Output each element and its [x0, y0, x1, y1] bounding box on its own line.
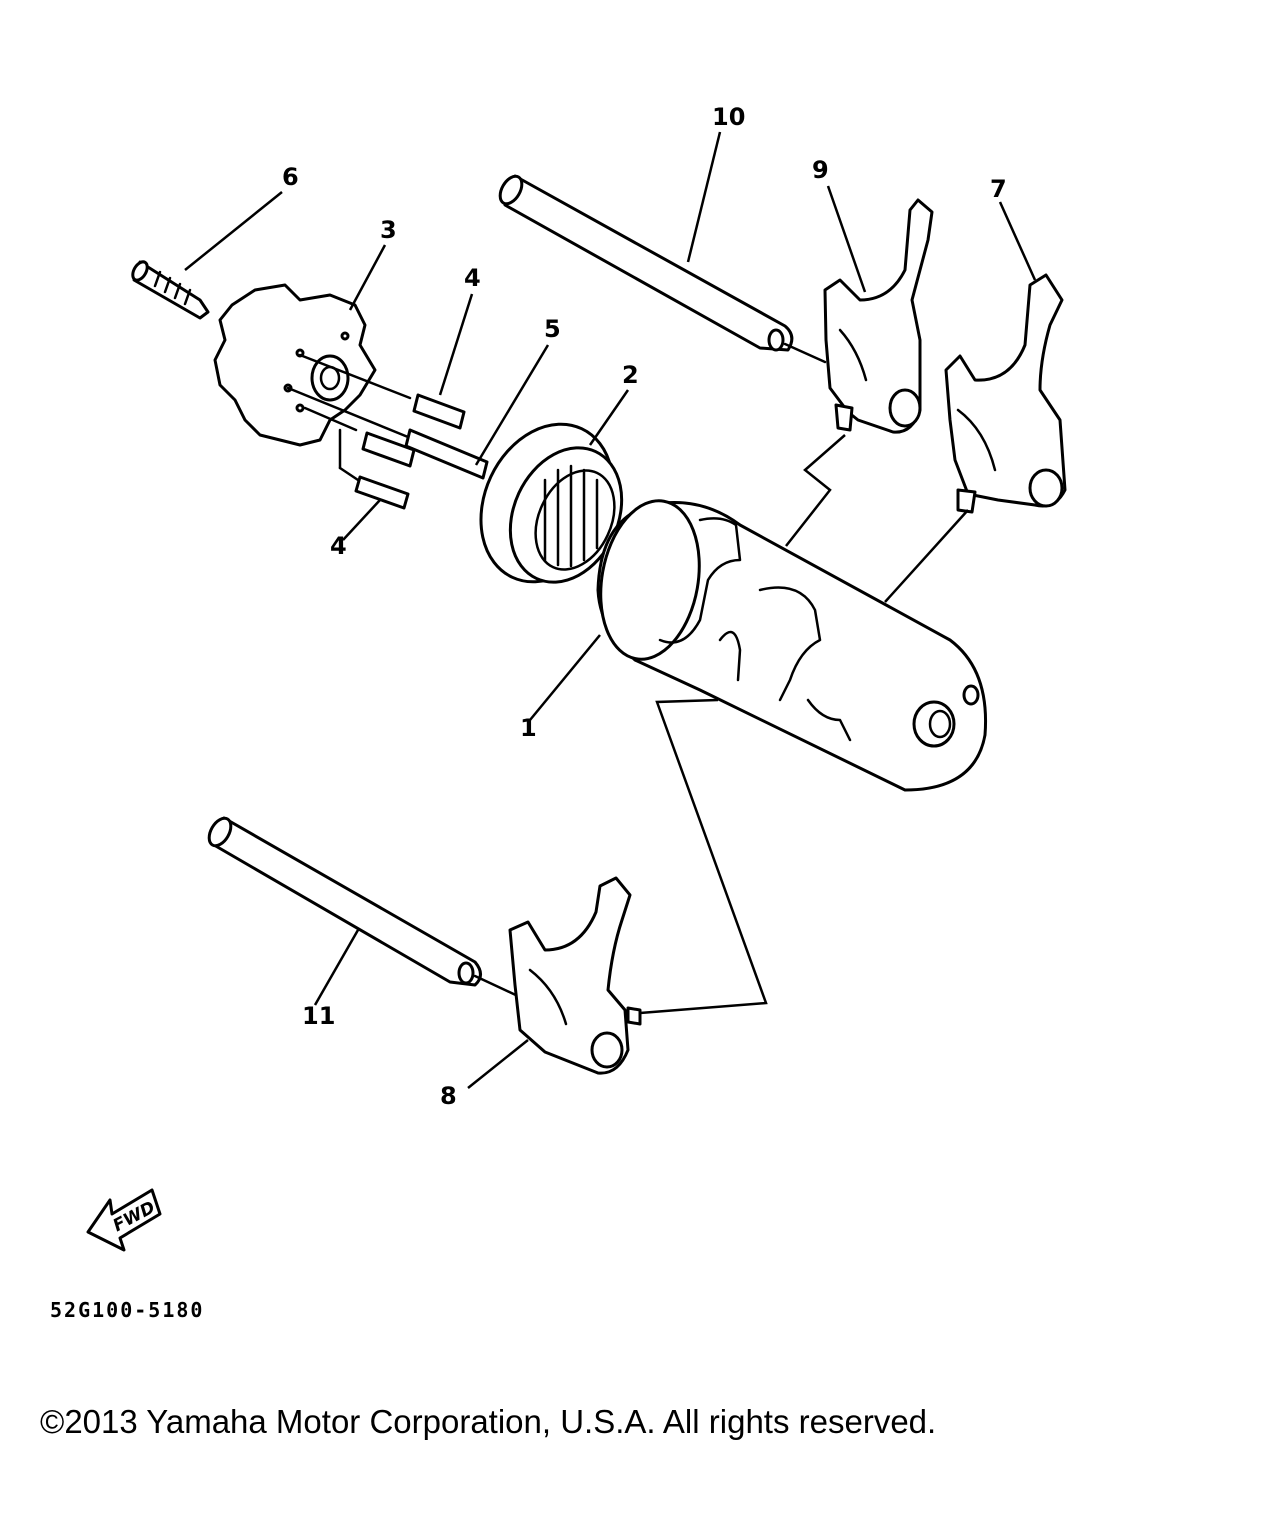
shift-fork-7	[944, 273, 1067, 514]
leader-9-to-drum	[785, 434, 846, 547]
leader-8-to-drum	[639, 698, 768, 1015]
callout-4-upper: 4	[464, 264, 481, 292]
bolt	[131, 260, 210, 320]
lower-fork-shaft	[207, 816, 522, 999]
upper-fork-shaft	[498, 174, 827, 364]
leader-1	[529, 634, 601, 721]
leader-10	[686, 131, 722, 263]
leader-7	[998, 201, 1037, 281]
leader-6	[184, 191, 283, 271]
leader-lines	[184, 131, 1037, 1089]
leader-8	[467, 1039, 529, 1089]
callout-8: 8	[440, 1082, 457, 1110]
callout-6: 6	[282, 163, 299, 191]
drawing-code: 52G100-5180	[50, 1298, 204, 1322]
shift-fork-8	[508, 876, 642, 1075]
callout-11: 11	[302, 1002, 335, 1030]
callout-5: 5	[544, 315, 561, 343]
shift-drum	[596, 499, 988, 792]
callout-2: 2	[622, 361, 639, 389]
leader-2	[588, 389, 630, 446]
leader-11	[313, 929, 360, 1006]
callout-7: 7	[990, 175, 1007, 203]
callout-10: 10	[712, 103, 745, 131]
needle-bearing	[479, 422, 624, 584]
copyright-notice: ©2013 Yamaha Motor Corporation, U.S.A. A…	[40, 1403, 937, 1440]
shift-cam	[213, 283, 377, 447]
leader-4-lower	[342, 499, 381, 541]
leader-7-to-drum	[884, 509, 969, 603]
leader-3	[348, 244, 387, 311]
leader-5	[474, 344, 550, 466]
leader-9	[826, 185, 867, 293]
callout-1: 1	[520, 714, 537, 742]
callout-labels: 10 9 7 6 3 4 5 2 4 1 11 8	[282, 103, 1007, 1110]
fwd-arrow-icon: FWD	[86, 1188, 162, 1252]
callout-3: 3	[380, 216, 397, 244]
leader-4-upper	[438, 293, 474, 396]
callout-4-lower: 4	[330, 532, 347, 560]
dowel-pins	[286, 353, 489, 510]
callout-9: 9	[812, 156, 829, 184]
shift-fork-9	[823, 198, 934, 434]
